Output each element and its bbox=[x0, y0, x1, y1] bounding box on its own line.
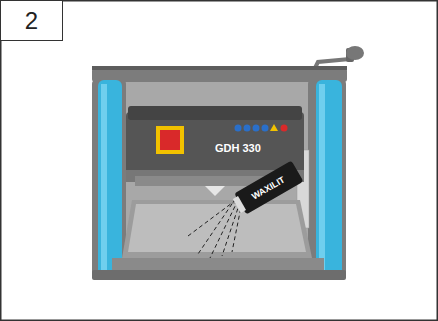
column bbox=[92, 80, 126, 278]
step-number-box: 2 bbox=[0, 0, 63, 41]
spray-lines bbox=[188, 198, 242, 258]
column bbox=[308, 80, 346, 278]
emergency-switch bbox=[156, 126, 184, 154]
spray-can bbox=[231, 161, 304, 217]
warning-icons bbox=[235, 124, 288, 132]
back-frame bbox=[120, 82, 312, 262]
step-number: 2 bbox=[25, 7, 38, 35]
top-bar bbox=[92, 68, 347, 82]
model-name: GDH 330 bbox=[215, 142, 261, 154]
planer-table bbox=[92, 200, 346, 280]
